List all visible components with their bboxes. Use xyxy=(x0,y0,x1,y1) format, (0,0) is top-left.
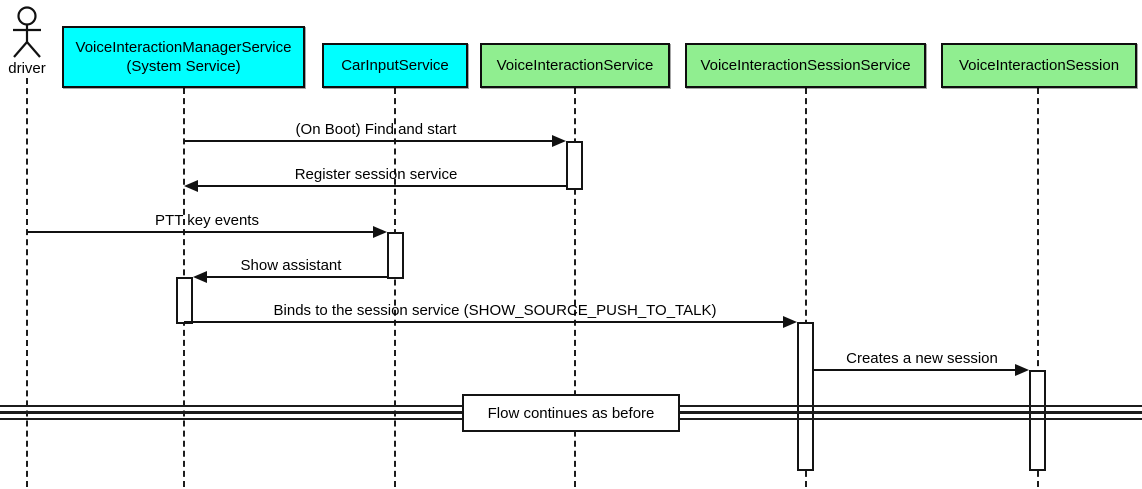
participant-name: VoiceInteractionSession xyxy=(958,56,1120,74)
arrowhead-icon xyxy=(552,135,566,147)
arrowhead-icon xyxy=(193,271,207,283)
activation-voiceinteractionmanagerservice xyxy=(176,277,193,324)
divider-label: Flow continues as before xyxy=(487,404,655,422)
message-label-find-and-start: (On Boot) Find and start xyxy=(295,121,457,138)
lifeline-driver xyxy=(26,78,28,487)
activation-carinputservice xyxy=(387,232,404,279)
participant-voiceinteractionservice: VoiceInteractionService xyxy=(480,43,670,88)
participant-name: VoiceInteractionSessionService xyxy=(700,56,911,74)
actor-label: driver xyxy=(8,60,46,77)
participant-subtitle: (System Service) xyxy=(126,58,241,75)
message-line-show-assistant xyxy=(206,276,387,278)
lifeline-carinputservice xyxy=(394,88,396,487)
arrowhead-icon xyxy=(184,180,198,192)
message-label-binds-session-service: Binds to the session service (SHOW_SOURC… xyxy=(273,302,717,319)
activation-voiceinteractionservice xyxy=(566,141,583,190)
message-label-show-assistant: Show assistant xyxy=(240,257,342,274)
message-line-creates-new-session xyxy=(814,369,1017,371)
message-line-ptt-key-events xyxy=(27,231,375,233)
activation-voiceinteractionsessionservice xyxy=(797,322,814,471)
participant-name: VoiceInteractionManagerService xyxy=(75,38,292,56)
participant-name: CarInputService xyxy=(341,56,449,74)
actor-icon xyxy=(13,6,41,58)
lifeline-voiceinteractionsessionservice xyxy=(805,88,807,487)
participant-name: VoiceInteractionService xyxy=(496,56,654,74)
participant-voiceinteractionsessionservice: VoiceInteractionSessionService xyxy=(685,43,926,88)
message-label-register-session-service: Register session service xyxy=(294,166,458,183)
message-label-creates-new-session: Creates a new session xyxy=(846,350,998,367)
participant-voiceinteractionsession: VoiceInteractionSession xyxy=(941,43,1137,88)
message-line-find-and-start xyxy=(184,140,554,142)
arrowhead-icon xyxy=(373,226,387,238)
message-line-register-session-service xyxy=(197,185,567,187)
lifeline-voiceinteractionsession xyxy=(1037,88,1039,487)
participant-voiceinteractionmanagerservice: VoiceInteractionManagerService (System S… xyxy=(62,26,305,88)
divider-label-box: Flow continues as before xyxy=(462,394,680,432)
message-line-binds-session-service xyxy=(184,321,785,323)
activation-voiceinteractionsession xyxy=(1029,370,1046,471)
message-label-ptt-key-events: PTT key events xyxy=(155,212,259,229)
arrowhead-icon xyxy=(1015,364,1029,376)
participant-carinputservice: CarInputService xyxy=(322,43,468,88)
lifeline-voiceinteractionservice xyxy=(574,88,576,487)
arrowhead-icon xyxy=(783,316,797,328)
